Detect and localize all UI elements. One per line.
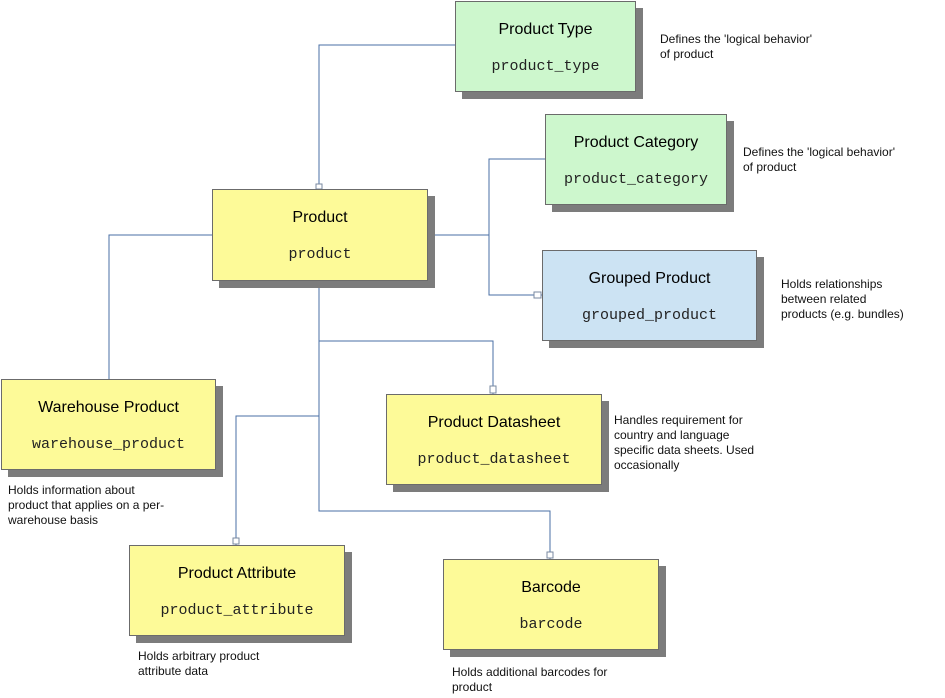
entity-warehouse-product[interactable]: Warehouse Product warehouse_product <box>1 379 216 470</box>
connector-product-to-product-type <box>318 44 455 189</box>
note-barcode: Holds additional barcodes for product <box>452 665 608 694</box>
note-product-datasheet: Handles requirement for country and lang… <box>614 413 755 472</box>
note-grouped-product: Holds relationships between related prod… <box>781 277 904 321</box>
entity-table-name: grouped_product <box>581 307 718 324</box>
entity-title: Product Datasheet <box>427 414 561 431</box>
connector-product-to-product-category <box>428 158 545 236</box>
entity-table-name: warehouse_product <box>31 436 186 453</box>
entity-barcode[interactable]: Barcode barcode <box>443 559 659 650</box>
entity-title: Warehouse Product <box>38 399 179 416</box>
connector-product-to-barcode <box>318 416 551 559</box>
entity-title: Grouped Product <box>588 270 711 287</box>
note-product-type: Defines the 'logical behavior' of produc… <box>660 32 813 61</box>
entity-title: Product Type <box>498 21 593 38</box>
connector-product-to-product-attribute <box>235 341 320 545</box>
connector-end-marker <box>533 291 542 299</box>
entity-product-type[interactable]: Product Type product_type <box>455 1 636 92</box>
note-product-category: Defines the 'logical behavior' of produc… <box>743 145 896 174</box>
entity-table-name: product_datasheet <box>417 451 571 468</box>
entity-title: Product Category <box>573 134 699 151</box>
entity-product-attribute[interactable]: Product Attribute product_attribute <box>129 545 345 636</box>
entity-table-name: product_category <box>563 171 709 188</box>
entity-title: Barcode <box>521 579 581 596</box>
note-product-attribute: Holds arbitrary product attribute data <box>138 649 260 678</box>
entity-table-name: product_type <box>491 58 600 75</box>
entity-title: Product <box>292 209 348 226</box>
entity-table-name: barcode <box>519 616 583 633</box>
entity-product-category[interactable]: Product Category product_category <box>545 114 727 205</box>
entity-table-name: product_attribute <box>160 602 314 619</box>
connector-end-marker <box>232 537 240 545</box>
entity-table-name: product <box>288 246 352 263</box>
entity-grouped-product[interactable]: Grouped Product grouped_product <box>542 250 757 341</box>
connector-product-to-warehouse-product <box>108 234 212 379</box>
connector-product-to-grouped-product <box>488 235 542 296</box>
connector-product-to-product-datasheet <box>318 281 494 394</box>
entity-product-datasheet[interactable]: Product Datasheet product_datasheet <box>386 394 602 485</box>
entity-product[interactable]: Product product <box>212 189 428 281</box>
note-warehouse-product: Holds information about product that app… <box>8 483 165 527</box>
connector-end-marker <box>546 551 554 559</box>
entity-title: Product Attribute <box>177 565 297 582</box>
connector-end-marker <box>489 385 497 394</box>
